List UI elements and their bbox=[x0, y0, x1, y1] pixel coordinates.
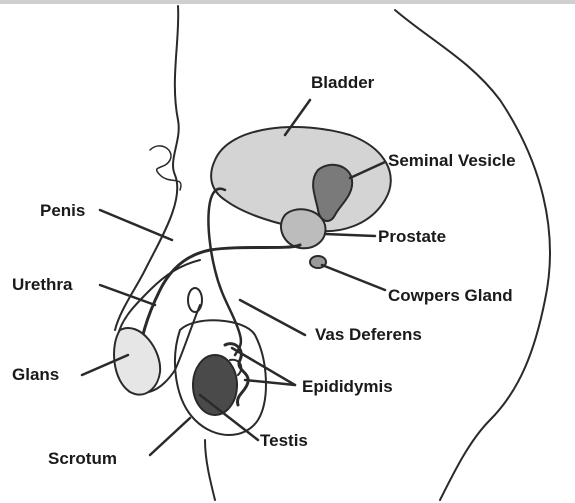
prostate-shape bbox=[281, 209, 325, 248]
label-cowpers-gland: Cowpers Gland bbox=[388, 287, 513, 304]
vas-deferens-tube bbox=[208, 189, 240, 355]
urethra-tube bbox=[138, 245, 300, 365]
body-back-outline bbox=[395, 10, 550, 500]
leader-penis bbox=[100, 210, 172, 240]
label-vas-deferens: Vas Deferens bbox=[315, 326, 422, 343]
label-penis: Penis bbox=[40, 202, 85, 219]
leader-prostate bbox=[325, 234, 375, 236]
label-urethra: Urethra bbox=[12, 276, 72, 293]
label-seminal-vesicle: Seminal Vesicle bbox=[388, 152, 516, 169]
label-scrotum: Scrotum bbox=[48, 450, 117, 467]
leader-cowpers-gland bbox=[322, 265, 385, 290]
body-front-outline bbox=[115, 6, 179, 330]
label-testis: Testis bbox=[260, 432, 308, 449]
label-glans: Glans bbox=[12, 366, 59, 383]
leg-line bbox=[205, 440, 215, 500]
label-epididymis: Epididymis bbox=[302, 378, 393, 395]
inner-oval bbox=[188, 288, 202, 312]
leader-scrotum bbox=[150, 418, 190, 455]
label-bladder: Bladder bbox=[311, 74, 374, 91]
glans-shape bbox=[114, 328, 160, 395]
label-prostate: Prostate bbox=[378, 228, 446, 245]
